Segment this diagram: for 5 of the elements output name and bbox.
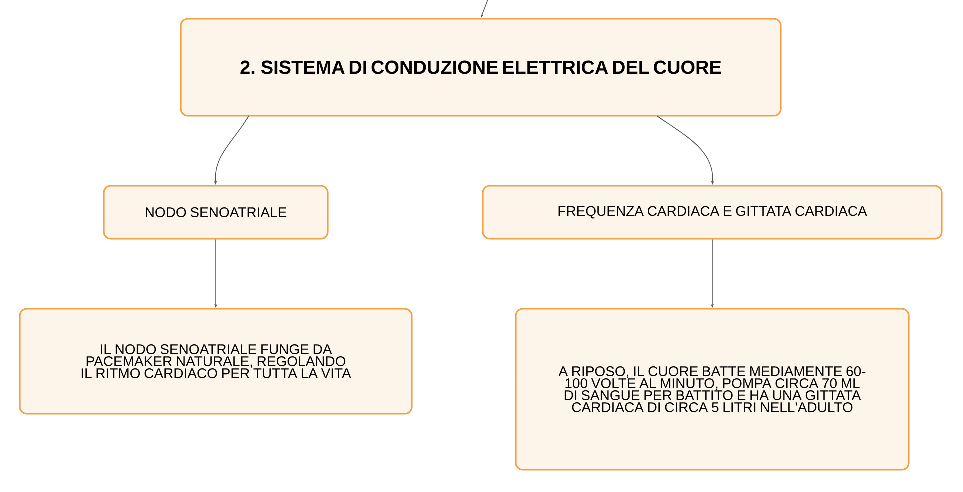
title-box: 2. SISTEMA DI CONDUZIONE ELETTRICA DEL CUORE — [180, 18, 782, 117]
description-box: IL NODO SENOATRIALE FUNGE DA PACEMAKER NATURALE, REGOLANDO IL RITMO CARDIACO PER TUTTA LA VITA — [19, 308, 413, 415]
description-box: A RIPOSO, IL CUORE BATTE MEDIAMENTE 60-100 VOLTE AL MINUTO, POMPA CIRCA 70 ML DI SANGUE PER BATTITO E HA UNA GITTATA CARDIACA DI CIRCA 5 LITRI NELL'ADULTO — [515, 308, 910, 471]
topic-box: FREQUENZA CARDIACA E GITTATA CARDIACA — [482, 185, 943, 240]
topic-box: NODO SENOATRIALE — [103, 185, 329, 240]
